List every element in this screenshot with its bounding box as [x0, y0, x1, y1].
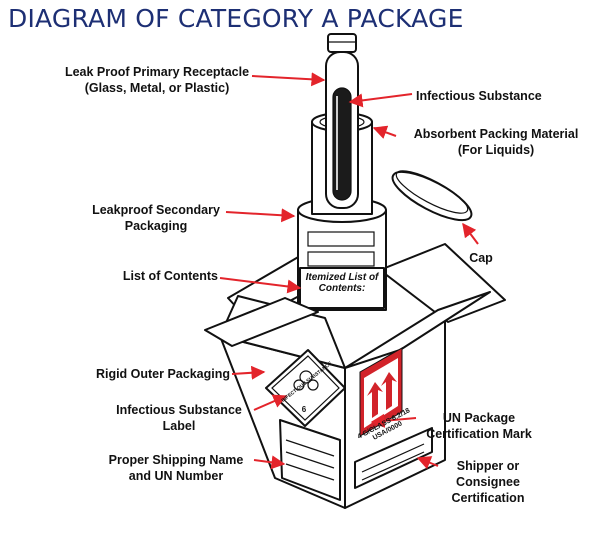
arrow-rigid	[231, 365, 266, 380]
arrow-list	[219, 277, 302, 294]
label-shipper-certification: Shipper or Consignee Certification	[451, 459, 525, 505]
arrow-cap	[462, 222, 479, 245]
arrow-primary	[251, 72, 326, 87]
cap	[391, 170, 473, 222]
label-infectious-label: Infectious Substance Label	[116, 403, 242, 433]
arrow-shipping	[253, 455, 286, 470]
leader-arrows	[219, 72, 479, 470]
arrow-label	[253, 394, 288, 411]
diamond-class-number: 6	[301, 405, 307, 414]
arrow-shipper	[416, 456, 439, 470]
orientation-mark	[359, 347, 403, 437]
label-primary-receptacle: Leak Proof Primary Receptacle (Glass, Me…	[64, 65, 250, 95]
label-cap: Cap	[469, 251, 493, 265]
label-rigid-outer: Rigid Outer Packaging	[95, 367, 230, 381]
label-proper-shipping-name: Proper Shipping Name and UN Number	[108, 453, 244, 483]
page-title: DIAGRAM OF CATEGORY A PACKAGE	[8, 4, 464, 33]
label-un-certification: UN Package Certification Mark	[426, 411, 532, 441]
arrow-secondary	[225, 208, 296, 223]
arrow-absorbent	[372, 125, 397, 139]
arrow-infectious	[348, 93, 413, 108]
label-infectious-substance: Infectious Substance	[416, 89, 542, 103]
label-absorbent-material: Absorbent Packing Material (For Liquids)	[413, 127, 579, 157]
primary-receptacle	[325, 33, 359, 209]
itemized-list-text: Itemized List of Contents:	[305, 272, 379, 294]
label-secondary-packaging: Leakproof Secondary Packaging	[92, 203, 220, 233]
arrow-un	[370, 413, 417, 428]
label-list-of-contents: List of Contents	[122, 269, 218, 283]
